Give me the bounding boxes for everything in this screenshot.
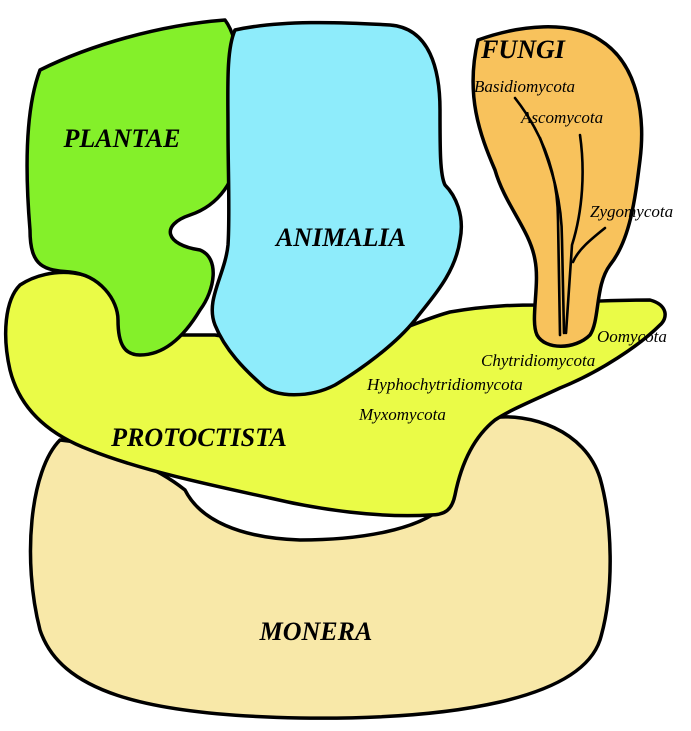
monera-label: MONERA: [259, 617, 373, 646]
plantae-label: PLANTAE: [62, 124, 180, 153]
zygomycota-branch-main: [564, 133, 584, 335]
animalia-label: ANIMALIA: [274, 223, 406, 252]
hyphochytridiomycota-label: Hyphochytridiomycota: [366, 375, 523, 394]
fungi-branch-lines: [513, 96, 607, 337]
protoctista-label: PROTOCTISTA: [110, 423, 287, 452]
ascomycota-label: Ascomycota: [520, 108, 603, 127]
animalia-region: [210, 20, 463, 397]
fungi-label: FUNGI: [480, 35, 566, 64]
zygomycota-label: Zygomycota: [590, 202, 673, 221]
chytridiomycota-label: Chytridiomycota: [481, 351, 595, 370]
monera-region: [28, 415, 612, 720]
oomycota-label: Oomycota: [597, 327, 667, 346]
myxomycota-label: Myxomycota: [358, 405, 446, 424]
basidiomycota-label: Basidiomycota: [474, 77, 575, 96]
fungi-region: [471, 25, 644, 348]
zygomycota-branch: [571, 226, 607, 264]
ascomycota-branch: [538, 136, 566, 335]
